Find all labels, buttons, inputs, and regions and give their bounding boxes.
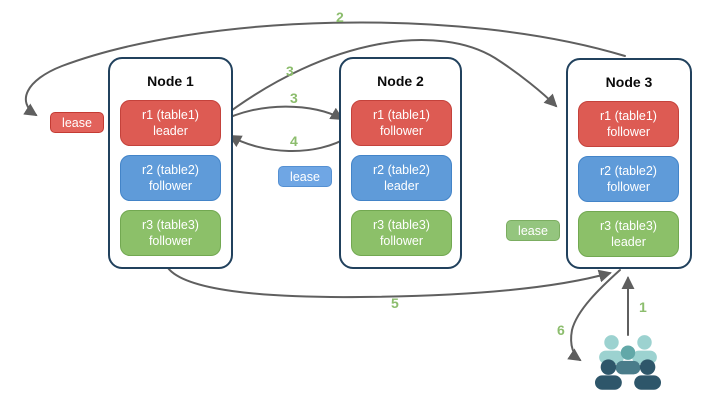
node3-replica-r1: r1 (table1) follower: [578, 101, 679, 147]
replica-role: follower: [148, 179, 193, 193]
node-3-title: Node 3: [605, 74, 653, 90]
step-label-5: 5: [391, 295, 399, 311]
node2-replica-r1: r1 (table1) follower: [351, 100, 452, 146]
node1-replica-r3: r3 (table3) follower: [120, 210, 221, 256]
step-label-4: 4: [290, 133, 298, 149]
replica-role: follower: [148, 234, 193, 248]
users-group-icon: [595, 333, 661, 400]
node2-replica-r2: r2 (table2) leader: [351, 155, 452, 201]
node-2-title: Node 2: [377, 73, 424, 89]
replica-name: r2 (table2): [373, 162, 430, 177]
replica-role: follower: [379, 124, 424, 138]
lease-label-green: lease: [506, 220, 560, 241]
step-label-6: 6: [557, 322, 565, 338]
node3-replica-r3: r3 (table3) leader: [578, 211, 679, 257]
replica-name: r1 (table1): [142, 107, 199, 122]
node-1: Node 1 r1 (table1) leader r2 (table2) fo…: [108, 57, 233, 269]
replica-name: r3 (table3): [142, 217, 199, 232]
replica-role: follower: [606, 180, 651, 194]
arrow-step-5: [167, 267, 612, 299]
arrow-step-3-to-node2: [219, 105, 344, 123]
replica-name: r3 (table3): [373, 217, 430, 232]
step-label-3a: 3: [286, 63, 294, 79]
replica-name: r1 (table1): [373, 107, 430, 122]
node-1-title: Node 1: [147, 73, 194, 89]
lease-label-red: lease: [50, 112, 104, 133]
arrow-step-3-to-node3: [219, 39, 558, 120]
lease-label-blue: lease: [278, 166, 332, 187]
node2-replica-r3: r3 (table3) follower: [351, 210, 452, 256]
node-2: Node 2 r1 (table1) follower r2 (table2) …: [339, 57, 462, 269]
node1-replica-r2: r2 (table2) follower: [120, 155, 221, 201]
replica-name: r2 (table2): [600, 163, 657, 178]
node1-replica-r1: r1 (table1) leader: [120, 100, 221, 146]
node3-replica-r2: r2 (table2) follower: [578, 156, 679, 202]
replica-role: leader: [153, 124, 188, 138]
arrow-step-6: [567, 269, 621, 362]
step-label-1: 1: [639, 299, 647, 315]
replica-name: r1 (table1): [600, 108, 657, 123]
replica-role: leader: [611, 235, 646, 249]
arrow-step-4: [228, 135, 351, 152]
replica-role: follower: [379, 234, 424, 248]
replica-role: leader: [384, 179, 419, 193]
replica-name: r3 (table3): [600, 218, 657, 233]
replica-role: follower: [606, 125, 651, 139]
step-label-2: 2: [336, 9, 344, 25]
node-3: Node 3 r1 (table1) follower r2 (table2) …: [566, 58, 692, 269]
replica-name: r2 (table2): [142, 162, 199, 177]
step-label-3b: 3: [290, 90, 298, 106]
arrow-step-2: [23, 21, 626, 117]
